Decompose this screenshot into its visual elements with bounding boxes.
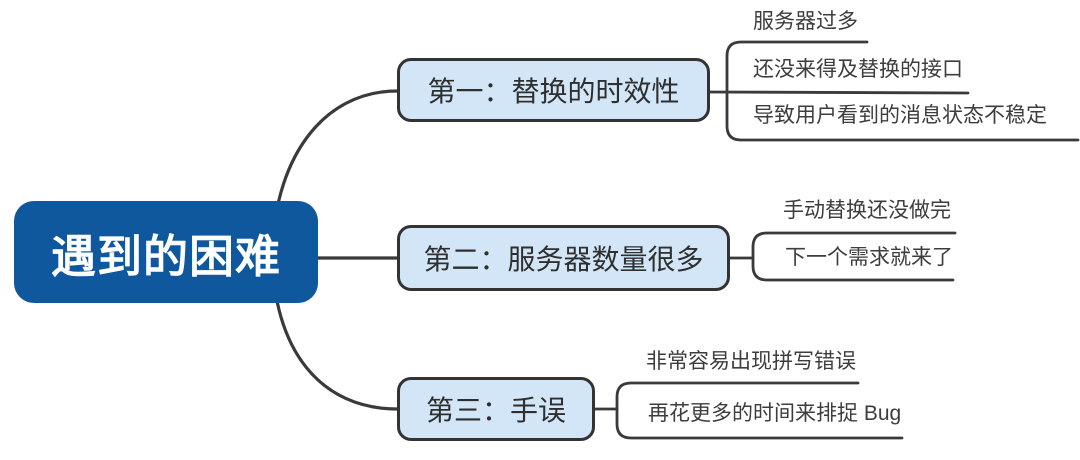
branch-node-2[interactable]: 第二：服务器数量很多 (397, 225, 730, 291)
leaf-node-2-1[interactable]: 手动替换还没做完 (783, 199, 951, 222)
branch-node-3[interactable]: 第三：手误 (397, 377, 595, 441)
leaf-node-3-2[interactable]: 再花更多的时间来排捉 Bug (648, 402, 902, 425)
leaf-node-1-1[interactable]: 服务器过多 (753, 10, 858, 33)
branch2-bracket (751, 231, 957, 282)
leaf-node-3-1[interactable]: 非常容易出现拼写错误 (646, 350, 856, 373)
leaf-node-1-2[interactable]: 还没来得及替换的接口 (753, 58, 963, 81)
branch1-leaf2-underline (708, 90, 970, 95)
branch3-bracket (615, 381, 904, 440)
branch1-bracket (725, 40, 1080, 142)
leaf-node-2-2[interactable]: 下一个需求就来了 (785, 246, 953, 269)
branch-node-1[interactable]: 第一：替换的时效性 (397, 58, 710, 122)
leaf-node-1-3[interactable]: 导致用户看到的消息状态不稳定 (753, 104, 1047, 127)
root-node[interactable]: 遇到的困难 (14, 201, 318, 303)
